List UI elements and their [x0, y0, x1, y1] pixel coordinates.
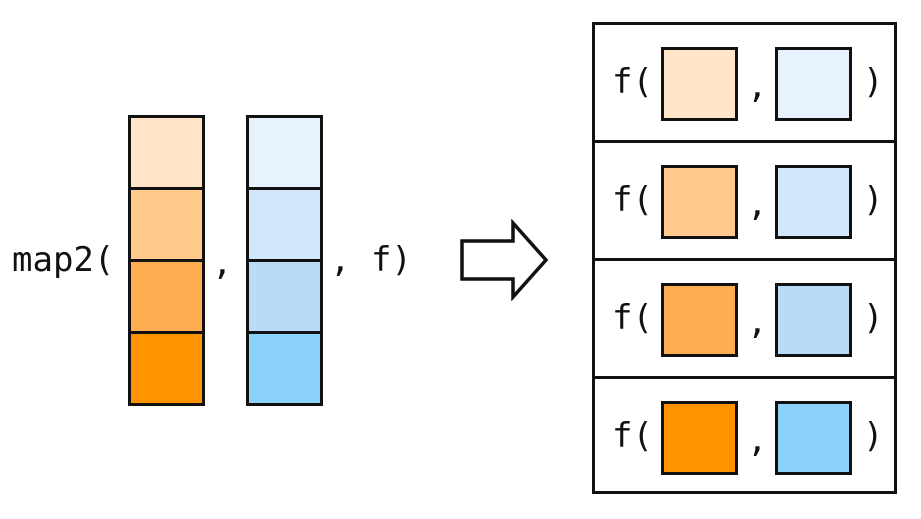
x-element — [131, 190, 202, 262]
y-square — [775, 165, 852, 239]
x-element — [131, 334, 202, 403]
output-row: f( , ) — [595, 258, 894, 376]
x-vector — [128, 115, 205, 406]
output-row: f( , ) — [595, 376, 894, 494]
y-element — [249, 118, 320, 190]
x-square — [661, 47, 738, 121]
call-open: f( — [612, 180, 653, 220]
y-element — [249, 262, 320, 334]
right-arrow-icon — [460, 219, 549, 301]
x-element — [131, 118, 202, 190]
call-comma: , — [747, 302, 768, 342]
x-square — [661, 165, 738, 239]
call-open: f( — [612, 416, 653, 456]
call-comma: , — [747, 420, 768, 460]
y-square — [775, 283, 852, 357]
x-element — [131, 262, 202, 334]
x-square — [661, 283, 738, 357]
call-comma: , — [747, 184, 768, 224]
y-vector — [246, 115, 323, 406]
call-close: ) — [863, 62, 884, 102]
y-square — [775, 47, 852, 121]
x-square — [661, 401, 738, 475]
call-close: ) — [863, 416, 884, 456]
y-square — [775, 401, 852, 475]
y-element — [249, 334, 320, 403]
input-comma: , — [212, 243, 233, 283]
output-list: f( , ) f( , ) f( , ) f( , ) — [592, 22, 897, 494]
map2-open-label: map2( — [12, 240, 115, 280]
y-element — [249, 190, 320, 262]
call-open: f( — [612, 62, 653, 102]
map2-close-label: , f) — [330, 240, 412, 280]
call-open: f( — [612, 298, 653, 338]
output-row: f( , ) — [595, 140, 894, 258]
output-row: f( , ) — [595, 25, 894, 140]
call-close: ) — [863, 180, 884, 220]
call-close: ) — [863, 298, 884, 338]
call-comma: , — [747, 66, 768, 106]
